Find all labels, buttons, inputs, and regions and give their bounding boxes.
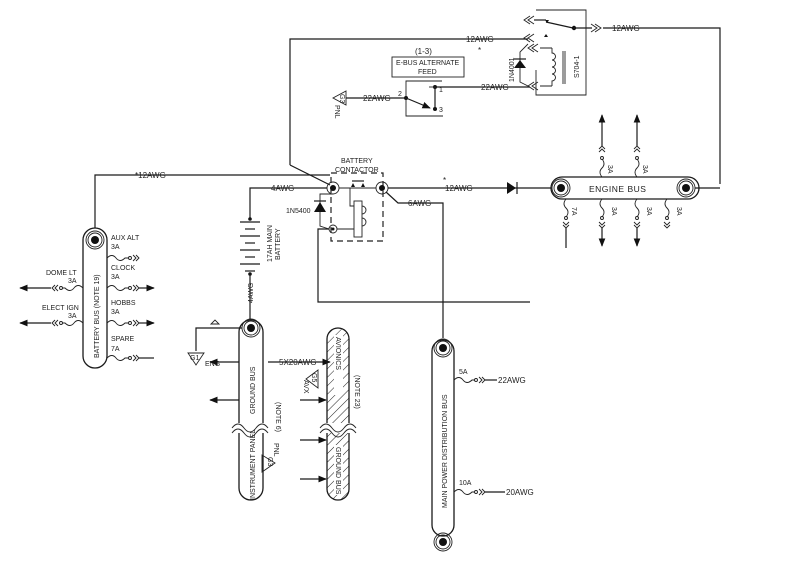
contactor-label-2: CONTACTOR — [335, 167, 379, 174]
ground-pnl-icon — [332, 90, 347, 106]
circuit-rating: 7A — [111, 346, 120, 353]
contactor-out-label: 12AWG — [445, 184, 473, 193]
relay-diode-label: 1N4001 — [509, 57, 516, 82]
top-feed-label: 12AWG — [466, 35, 494, 44]
fuse-rating: 3A — [675, 207, 682, 216]
circuit-rating: 3A — [68, 278, 77, 285]
ground-eng-icon — [187, 352, 205, 366]
fuse-rating: 3A — [641, 165, 648, 174]
main-battery: 4AWG 17AH MAIN BATTERY 4AWG — [240, 184, 327, 320]
main-distribution-bus: MAIN POWER DISTRIBUTION BUS 5A 22AWG 10A… — [431, 338, 534, 552]
main-circuit-wire: 20AWG — [506, 488, 534, 497]
ebus-terminal-3: 3 — [439, 107, 443, 114]
engine-bus-bottom-circuit-3: 3A — [633, 198, 652, 247]
ground-pnl-tag: PNL — [272, 443, 279, 457]
ground-avx-icon — [305, 369, 319, 389]
avionics-note: (NOTE 23) — [353, 375, 360, 409]
ebus-label-box — [391, 56, 465, 78]
contactor-label-1: BATTERY — [341, 158, 373, 165]
battery-bus: *12AWG BATTERY BUS (NOTE 19) AUX ALT 3A … — [19, 171, 330, 369]
ground-bus-label: GROUND BUS — [250, 366, 257, 414]
contactor-diode-label: 1N5400 — [286, 208, 311, 215]
ebus-relay-wire-label: 22AWG — [481, 83, 509, 92]
ground-avx-code: G5 — [310, 373, 317, 382]
ebus-ground-code: G3 — [338, 94, 345, 103]
main-bus-label: MAIN POWER DISTRIBUTION BUS — [442, 394, 449, 508]
triangle-marker-icon — [209, 319, 221, 325]
circuit-name: AUX ALT — [111, 235, 140, 242]
avionics-ground-bus-label: GROUND BUS — [334, 447, 341, 495]
avionics-label: AVIONICS — [334, 337, 341, 370]
circuit-name: HOBBS — [111, 300, 136, 307]
main-circuit-rating: 10A — [459, 480, 472, 487]
fuse-rating: 3A — [610, 207, 617, 216]
engine-bus-label: ENGINE BUS — [589, 184, 646, 194]
engine-bus-top-circuit-2: 3A — [633, 114, 648, 178]
circuit-name: DOME LT — [46, 270, 77, 277]
ebus-terminal-1: 1 — [439, 87, 443, 94]
engine-bus: ENGINE BUS 3A 3A 7A 3A — [550, 114, 720, 248]
ebus-ground-tag: PNL — [333, 105, 340, 119]
ground-pnl-icon — [261, 454, 276, 473]
circuit-name: CLOCK — [111, 265, 135, 272]
relay-part-label: S704-1 — [574, 55, 581, 78]
ebus-label-line2: FEED — [418, 69, 437, 76]
ebus-ref: (1-3) — [415, 47, 432, 56]
fuse-rating: 3A — [645, 207, 652, 216]
main-circuit-wire: 22AWG — [498, 376, 526, 385]
ebus-gnd-wire-label: 22AWG — [363, 94, 391, 103]
circuit-rating: 3A — [111, 309, 120, 316]
main-circuit-rating: 5A — [459, 369, 468, 376]
circuit-name: SPARE — [111, 336, 135, 343]
relay-s704: S704-1 1N4001 12AWG — [509, 9, 721, 184]
relay-out-label: 12AWG — [612, 24, 640, 33]
engine-bus-bottom-circuit-1: 7A — [562, 198, 577, 248]
battery-label-1: 17AH MAIN — [267, 225, 274, 262]
ebus-terminal-2: 2 — [398, 91, 402, 98]
battery-bus-label: BATTERY BUS (NOTE 19) — [94, 274, 101, 358]
main-bus-feed-label: 6AWG — [408, 199, 431, 208]
engine-bus-bottom-circuit-2: 3A — [598, 198, 617, 247]
battery-label-2: BATTERY — [275, 228, 282, 260]
battery-bus-feed-label: *12AWG — [135, 171, 166, 180]
ebus-label-line1: E-BUS ALTERNATE — [396, 60, 459, 67]
battery-neg-label: 4AWG — [248, 283, 255, 303]
ground-pnl-code: G3 — [266, 457, 273, 466]
ground-avx-tag: AVX — [302, 380, 309, 394]
ground-link-label: 5X20AWG — [279, 358, 317, 367]
avionics-ground-bus: AVIONICS GROUND BUS (NOTE 23) G5 AVX — [300, 327, 360, 501]
battery-contactor: BATTERY CONTACTOR 1N5400 — [286, 158, 530, 303]
ground-bus: GROUND BUS INSTRUMENT PANEL (NOTE 6) G1 … — [187, 318, 331, 501]
engine-bus-feed: 12AWG * — [388, 176, 555, 194]
fuse-rating: 7A — [570, 207, 577, 216]
battery-pos-label: 4AWG — [271, 184, 294, 193]
top-feed-wire: 12AWG * — [289, 35, 528, 186]
ebus-alternate-switch: (1-3) E-BUS ALTERNATE FEED 1 2 3 22AWG 2… — [332, 47, 530, 119]
contactor-out-mark: * — [443, 176, 446, 185]
fuse-rating: 3A — [606, 165, 613, 174]
diode-icon — [507, 182, 516, 194]
instrument-panel-label: INSTRUMENT PANEL — [250, 430, 257, 500]
circuit-rating: 3A — [111, 244, 120, 251]
engine-bus-top-circuit-1: 3A — [598, 114, 613, 178]
circuit-name: ELECT IGN — [42, 305, 79, 312]
engine-bus-bottom-circuit-4: 3A — [663, 198, 682, 229]
ground-eng-code: G1 — [190, 355, 199, 362]
top-feed-mark: * — [478, 46, 481, 55]
circuit-rating: 3A — [111, 274, 120, 281]
circuit-rating: 3A — [68, 313, 77, 320]
main-bus-feed: 6AWG — [385, 191, 444, 338]
ground-bus-note: (NOTE 6) — [274, 402, 281, 432]
